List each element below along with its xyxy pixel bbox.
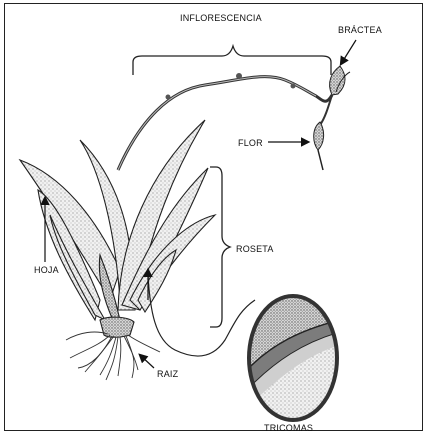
raiz-arrow — [140, 355, 154, 368]
rosette-leaves — [20, 120, 215, 337]
bract-bud — [330, 66, 350, 95]
label-bractea: BRÁCTEA — [338, 25, 382, 35]
label-inflorescencia: INFLORESCENCIA — [180, 13, 262, 23]
label-raiz: RAIZ — [157, 369, 179, 379]
trichome-zoom — [245, 290, 345, 430]
inflorescence-brace — [133, 46, 331, 75]
label-flor: FLOR — [238, 138, 263, 148]
rosette-brace — [210, 167, 230, 327]
label-tricomas: TRICOMAS — [264, 423, 313, 433]
label-hoja: HOJA — [34, 265, 59, 275]
zoom-connector — [148, 275, 255, 356]
bractea-arrow — [341, 40, 356, 64]
roots — [66, 332, 160, 380]
inflorescence-stem — [118, 77, 332, 170]
label-roseta: ROSETA — [236, 244, 274, 254]
flower — [314, 122, 324, 170]
